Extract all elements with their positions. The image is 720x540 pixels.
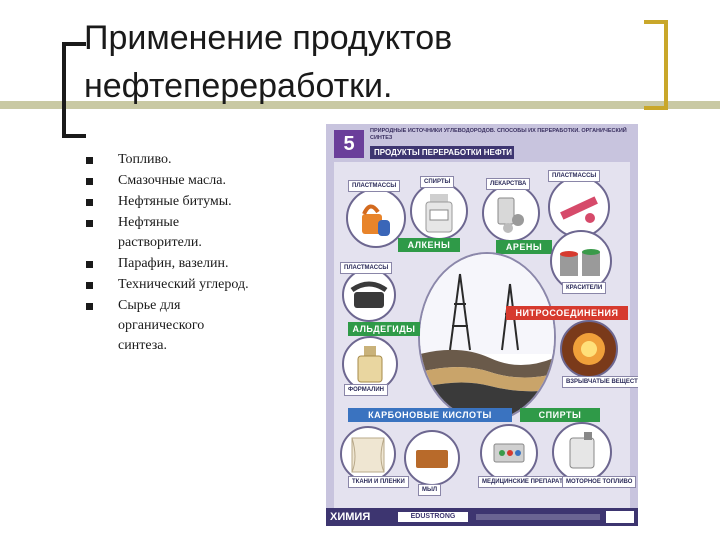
pills-icon: [497, 197, 524, 233]
label-dyes: КРАСИТЕЛИ: [562, 282, 607, 294]
band-spirits: СПИРТЫ: [520, 408, 600, 422]
explosion-icon: [573, 333, 605, 365]
slide-title-line2: нефтепереработки.: [84, 67, 393, 105]
footer-brand: ХИМИЯ: [330, 511, 371, 523]
bullet-list: Топливо. Смазочные масла. Нефтяные битум…: [84, 150, 254, 357]
left-bracket-decoration: [62, 42, 86, 138]
comb-icon: [560, 196, 598, 223]
bullet-item: Нефтяные растворители.: [84, 213, 254, 253]
pills-pack-icon: [493, 443, 525, 463]
bullet-item: Технический углерод.: [84, 275, 254, 295]
telephone-image: [342, 268, 396, 322]
label-medicines: ЛЕКАРСТВА: [486, 178, 531, 190]
bullet-item: Смазочные масла.: [84, 171, 254, 191]
oil-rig-icon: [420, 254, 554, 420]
band-nitro: НИТРОСОЕДИНЕНИЯ: [506, 306, 628, 320]
poster-footer: ХИМИЯ EDUSTRONG: [326, 508, 638, 526]
label-plastics-3: ПЛАСТМАССЫ: [340, 262, 393, 274]
slide-title: Применение продуктов нефтепереработки.: [84, 14, 624, 110]
label-motor-fuel: МОТОРНОЕ ТОПЛИВО: [562, 476, 637, 488]
bullet-item: Сырье для органического синтеза.: [84, 296, 254, 356]
poster-supertitle: ПРИРОДНЫЕ ИСТОЧНИКИ УГЛЕВОДОРОДОВ. СПОСО…: [370, 128, 627, 141]
band-arenes: АРЕНЫ: [496, 240, 552, 254]
bullet-item: Нефтяные битумы.: [84, 192, 254, 212]
label-fabrics: ТКАНИ И ПЛЕНКИ: [348, 476, 409, 488]
explosion-image: [560, 320, 618, 378]
footer-end-logo: [606, 511, 634, 523]
fabrics-image: [340, 426, 396, 482]
poster-number: 5: [334, 130, 364, 158]
oil-products-poster: 5 ПРИРОДНЫЕ ИСТОЧНИКИ УГЛЕВОДОРОДОВ. СПО…: [326, 124, 638, 526]
label-explosives: ВЗРЫВЧАТЫЕ ВЕЩЕСТВА: [562, 376, 638, 388]
right-bracket-decoration: [644, 20, 668, 110]
label-plastics: ПЛАСТМАССЫ: [348, 180, 401, 192]
oil-rig-scene: [418, 252, 556, 422]
bottle-icon: [425, 194, 453, 233]
fuel-canister-image: [552, 422, 612, 482]
telephone-icon: [350, 281, 388, 308]
medical-preparations-image: [480, 424, 538, 482]
formalin-bottle-image: [342, 336, 398, 392]
medicines-image: [482, 184, 540, 242]
jug-icon: [362, 204, 390, 236]
curtain-icon: [351, 437, 385, 473]
bullet-item: Топливо.: [84, 150, 254, 170]
soap-icon: [416, 450, 448, 468]
label-formalin: ФОРМАЛИН: [344, 384, 388, 396]
soap-image: [404, 430, 460, 486]
band-carboxylic-acids: КАРБОНОВЫЕ КИСЛОТЫ: [348, 408, 512, 422]
canister-icon: [569, 432, 595, 469]
slide-title-line1: Применение продуктов: [84, 19, 453, 57]
decorative-rule: [0, 101, 720, 109]
plastics-jug-image: [346, 188, 406, 248]
paint-can-icon: [560, 249, 600, 276]
poster-title: ПРОДУКТЫ ПЕРЕРАБОТКИ НЕФТИ: [370, 146, 514, 159]
label-plastics-2: ПЛАСТМАССЫ: [548, 170, 601, 182]
label-spirits-top: СПИРТЫ: [420, 176, 455, 188]
spirits-bottle-image: [410, 182, 468, 240]
bullet-item: Парафин, вазелин.: [84, 254, 254, 274]
label-medical: МЕДИЦИНСКИЕ ПРЕПАРАТЫ: [478, 476, 573, 488]
comb-image: [548, 176, 610, 238]
flask-icon: [357, 346, 383, 383]
band-aldehydes: АЛЬДЕГИДЫ: [348, 322, 420, 336]
footer-bar: [476, 514, 600, 520]
footer-logo: EDUSTRONG: [398, 512, 468, 522]
label-soap: МЫЛ: [418, 484, 442, 496]
band-alkenes: АЛКЕНЫ: [398, 238, 460, 252]
